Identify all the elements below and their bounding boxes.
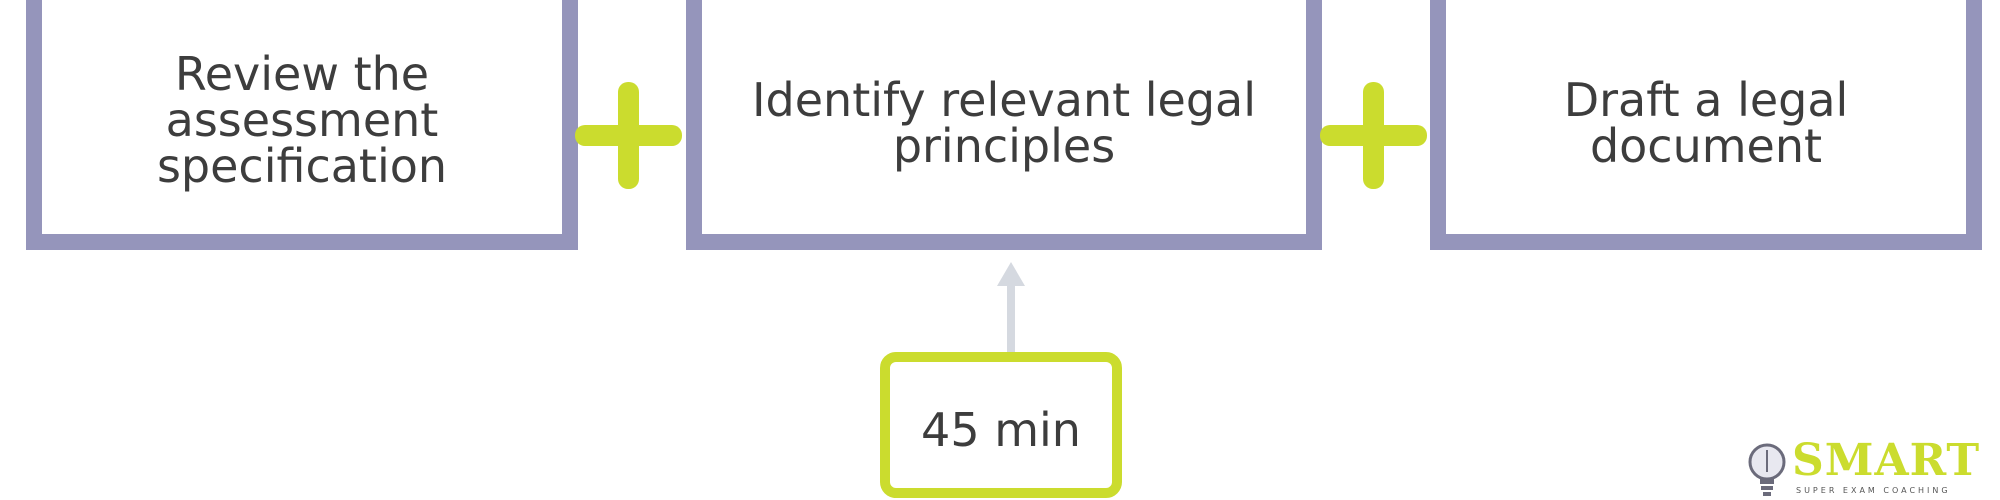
- arrow-up-icon: [997, 262, 1025, 354]
- step-label-draft: Draft a legal document: [1563, 73, 1849, 173]
- step-label-review: Review the assessment specification: [156, 47, 448, 193]
- time-box: 45 min: [880, 352, 1122, 498]
- logo-tagline: SUPER EXAM COACHING: [1796, 486, 1951, 495]
- lightbulb-icon: [1748, 443, 1786, 496]
- time-label: 45 min: [921, 403, 1081, 457]
- logo-wordmark: SMART: [1792, 435, 1981, 486]
- plus-icon: [575, 82, 682, 189]
- step-label-identify: Identify relevant legal principles: [751, 73, 1257, 173]
- step-box-review: Review the assessment specification: [26, 0, 578, 250]
- smart-logo: SMART SUPER EXAM COACHING: [1746, 436, 1979, 500]
- step-box-identify: Identify relevant legal principles: [686, 0, 1322, 250]
- step-box-draft: Draft a legal document: [1430, 0, 1982, 250]
- plus-icon: [1320, 82, 1427, 189]
